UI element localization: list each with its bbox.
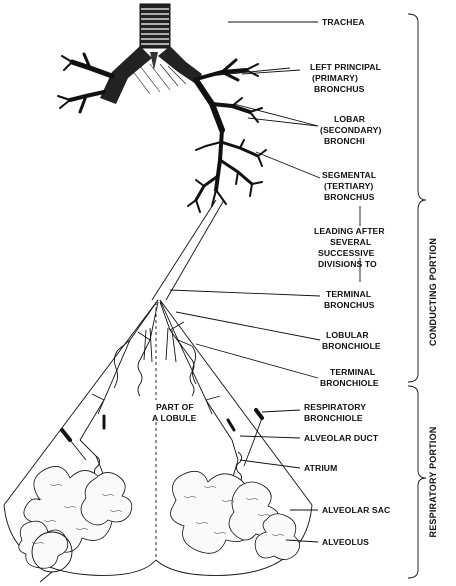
label-leading-4: DIVISIONS TO (318, 259, 377, 269)
right-alveolar-sacs (170, 470, 300, 560)
lobule-bronchiole-tree (3, 299, 313, 576)
label-segmental-3: BRONCHUS (324, 192, 375, 202)
label-alveolar-sac: ALVEOLAR SAC (322, 505, 390, 515)
label-leading-1: LEADING AFTER (314, 226, 385, 236)
left-alveolar-sacs (18, 466, 133, 573)
structure-labels: TRACHEA LEFT PRINCIPAL (PRIMARY) BRONCHU… (150, 17, 390, 547)
label-alveolus: ALVEOLUS (322, 537, 369, 547)
label-terminal-bronchus-1: TERMINAL (326, 289, 371, 299)
section-conducting-portion: CONDUCTING PORTION (428, 238, 438, 346)
label-segmental-2: (TERTIARY) (324, 181, 373, 191)
label-lobar-3: BRONCHI (324, 136, 365, 146)
label-trachea: TRACHEA (322, 17, 365, 27)
label-lobar-2: (SECONDARY) (320, 125, 381, 135)
label-terminal-bronchiole-1: TERMINAL (330, 367, 375, 377)
label-lobular-2: BRONCHIOLE (322, 341, 381, 351)
bronchi-illustration (57, 52, 267, 213)
conduit-lines (151, 199, 225, 301)
label-alveolar-duct: ALVEOLAR DUCT (304, 433, 379, 443)
label-lobular-1: LOBULAR (326, 330, 369, 340)
trachea-illustration (100, 3, 202, 104)
leader-lines (39, 21, 361, 583)
label-leading-3: SUCCESSIVE (318, 248, 375, 258)
label-part-of-lobule-1: PART OF (156, 402, 194, 412)
label-left-principal-1: LEFT PRINCIPAL (310, 62, 381, 72)
label-leading-2: SEVERAL (330, 237, 371, 247)
label-atrium: ATRIUM (304, 463, 337, 473)
label-segmental-1: SEGMENTAL (322, 170, 376, 180)
label-part-of-lobule-2: A LOBULE (152, 413, 197, 423)
label-respiratory-bronchiole-1: RESPIRATORY (304, 402, 366, 412)
section-brackets: CONDUCTING PORTION RESPIRATORY PORTION (407, 13, 438, 579)
label-left-principal-3: BRONCHUS (314, 84, 365, 94)
label-terminal-bronchiole-2: BRONCHIOLE (320, 378, 379, 388)
label-lobar-1: LOBAR (334, 114, 366, 124)
label-respiratory-bronchiole-2: BRONCHIOLE (304, 413, 363, 423)
section-respiratory-portion: RESPIRATORY PORTION (428, 427, 438, 538)
label-left-principal-2: (PRIMARY) (312, 73, 358, 83)
label-terminal-bronchus-2: BRONCHUS (324, 300, 375, 310)
